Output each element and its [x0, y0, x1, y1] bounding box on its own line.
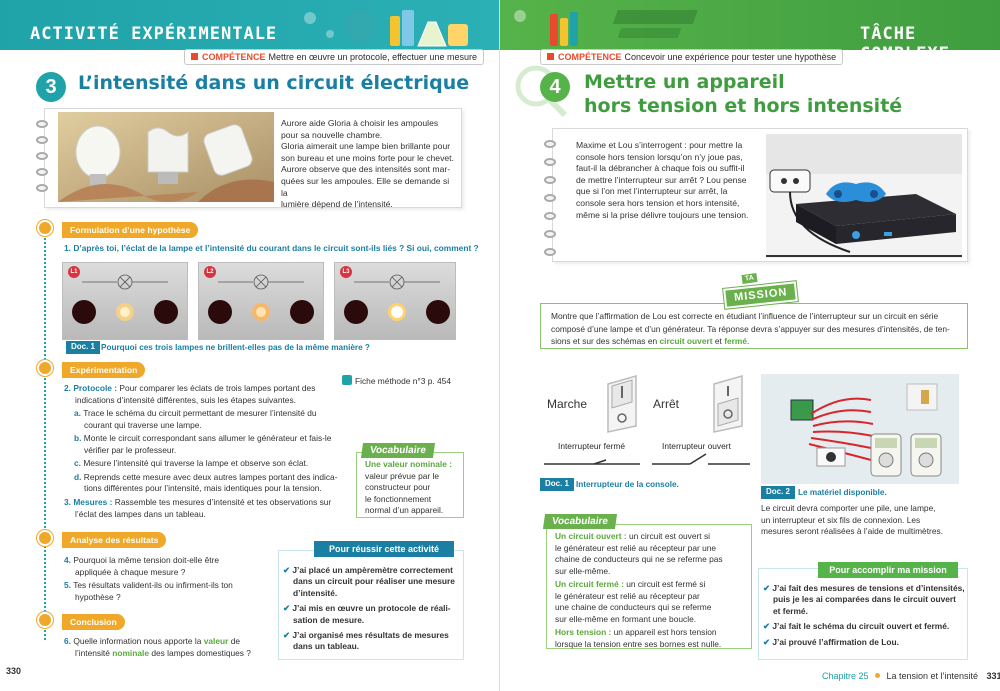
activity-number-badge-right: 4 — [540, 72, 570, 102]
story-text: Aurore aide Gloria à choisir les ampoule… — [281, 118, 454, 210]
switch-symbols — [544, 453, 750, 465]
section-experimentation: Expérimentation — [62, 362, 146, 378]
reussir-tag: Pour réussir cette activité — [314, 541, 454, 557]
protocol-steps: a. Trace le schéma du circuit permettant… — [74, 408, 338, 493]
section-hypothesis: Formulation d’une hypothèse — [62, 222, 199, 238]
activity-number-badge: 3 — [36, 72, 66, 102]
lamp-circuits — [72, 274, 450, 324]
story-text-right: Maxime et Lou s’interrogent : pour mettr… — [576, 140, 749, 220]
mission-box: Montre que l’affirmation de Lou est corr… — [540, 303, 968, 349]
check-icon: ✔ — [283, 630, 291, 641]
competence-square-icon — [547, 53, 554, 60]
left-banner-title: ACTIVITÉ EXPÉRIMENTALE — [30, 24, 278, 44]
ring-icon — [36, 120, 48, 128]
competence-square-icon — [191, 53, 198, 60]
doc2-caption: Le matériel disponible. — [798, 488, 887, 497]
switch-off-label: Arrêt — [653, 397, 680, 411]
ring-icon — [36, 184, 48, 192]
doc1-caption-right: Interrupteur de la console. — [576, 480, 679, 489]
lamp-label-3: L3 — [340, 266, 352, 278]
ring-icon — [544, 212, 556, 220]
magnifier-icon — [37, 530, 53, 546]
question-1: 1. D’après toi, l’éclat de la lampe et l… — [64, 243, 479, 253]
switch-open-label: Interrupteur ouvert — [662, 441, 731, 451]
question-5: 5. Tes résultats valident-ils ou infirme… — [64, 580, 233, 602]
switch-closed-label: Interrupteur fermé — [558, 441, 626, 451]
doc1-tag: Doc. 1 — [66, 341, 101, 354]
ring-icon — [544, 140, 556, 148]
bullet-icon — [874, 673, 880, 678]
bulbs-photo — [58, 112, 274, 202]
ring-icon — [544, 230, 556, 238]
ring-icon — [544, 194, 556, 202]
question-6: 6. Quelle information nous apporte la va… — [64, 636, 251, 658]
activity-title-right: Mettre un appareil hors tension et hors … — [584, 71, 903, 117]
right-banner — [500, 0, 1000, 50]
book-icon — [342, 375, 352, 385]
check-icon: ✔ — [283, 603, 291, 614]
lab-illustration — [304, 10, 468, 47]
materials-text: Le circuit devra comporter une pile, une… — [761, 503, 944, 536]
mission-tag-small: TA — [741, 273, 758, 284]
footer-chapter: Chapitre 25 La tension et l’intensité 33… — [822, 671, 1000, 681]
conclusion-icon — [37, 612, 53, 628]
question-4: 4. Pourquoi la même tension doit-elle êt… — [64, 555, 220, 577]
ring-icon — [36, 152, 48, 160]
flask-icon — [37, 360, 53, 376]
vocab-box-right: Un circuit ouvert : un circuit est ouver… — [546, 524, 752, 649]
doc1-tag-right: Doc. 1 — [540, 478, 575, 491]
section-conclusion: Conclusion — [62, 614, 125, 630]
check-icon: ✔ — [763, 636, 771, 647]
section-timeline — [44, 230, 46, 640]
doc1-caption: Pourquoi ces trois lampes ne brillent-el… — [101, 343, 370, 352]
check-icon: ✔ — [283, 565, 291, 575]
lamp-label-2: L2 — [204, 266, 216, 278]
switch-on-label: Marche — [547, 397, 588, 411]
page-divider — [499, 0, 500, 691]
switch-on-icon — [607, 375, 637, 433]
question-2: 2. Protocole : Pour comparer les éclats … — [64, 383, 316, 405]
console-illustration — [766, 134, 962, 258]
doc2-tag: Doc. 2 — [761, 486, 796, 499]
energy-illustration — [514, 10, 698, 46]
section-analyse: Analyse des résultats — [62, 532, 167, 548]
switch-off-icon — [713, 375, 743, 433]
ring-icon — [36, 136, 48, 144]
left-banner — [0, 0, 500, 50]
materials-photo — [761, 374, 959, 484]
reussir-checklist: ✔ J’ai placé un ampèremètre correctement… — [278, 550, 464, 660]
accomplir-checklist: ✔ J’ai fait des mesures de tensions et d… — [758, 568, 968, 660]
question-3: 3. Mesures : Rassemble tes mesures d’int… — [64, 497, 332, 519]
page-number-left: 330 — [6, 666, 22, 676]
activity-title: L’intensité dans un circuit électrique — [78, 72, 470, 94]
fiche-methode-link[interactable]: Fiche méthode n°3 p. 454 — [342, 375, 451, 386]
check-icon: ✔ — [763, 583, 771, 593]
lightbulb-icon — [37, 220, 53, 236]
ring-icon — [544, 158, 556, 166]
check-icon: ✔ — [763, 621, 771, 632]
right-banner-title: TÂCHE COMPLEXE — [860, 24, 950, 64]
vocab-tag-left: Vocabulaire — [360, 443, 436, 458]
accomplir-tag: Pour accomplir ma mission — [818, 562, 958, 578]
vocab-tag-right: Vocabulaire — [542, 514, 618, 529]
ring-icon — [544, 176, 556, 184]
vocab-box-left: Une valeur nominale : valeur prévue par … — [356, 452, 464, 518]
lamp-label-1: L1 — [68, 266, 80, 278]
ring-icon — [36, 168, 48, 176]
ring-icon — [544, 248, 556, 256]
